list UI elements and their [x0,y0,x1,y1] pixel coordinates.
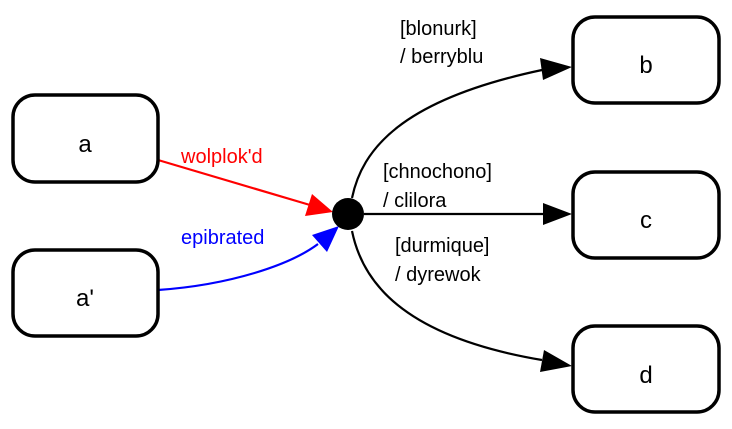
edge-label-epibrated: epibrated [181,227,264,249]
state-b[interactable]: b [571,15,721,105]
edge-guard-durmique: [durmique] [395,235,490,257]
state-d-label: d [639,362,652,389]
state-b-box [571,15,721,105]
arrowhead-choice-to-c [543,203,572,225]
state-a[interactable]: a [11,93,160,184]
transition-choice-to-b[interactable]: [blonurk] / berryblu [350,18,572,199]
arrowhead-choice-to-b [540,58,572,80]
state-c-box [571,170,721,260]
state-a-prime-label: a' [76,285,94,312]
state-a-label: a [78,131,92,158]
edge-label-wolplokd: wolplok'd [180,146,263,168]
state-c[interactable]: c [571,170,721,260]
state-d[interactable]: d [571,324,721,414]
transition-a-to-choice[interactable]: wolplok'd [157,146,333,216]
arrowhead-choice-to-d [540,350,572,372]
state-d-box [571,324,721,414]
transition-choice-to-c[interactable]: [chnochono] / clilora [364,161,572,225]
state-a-prime[interactable]: a' [11,248,160,338]
edge-choice-to-d [350,230,543,362]
choice-junction[interactable] [332,198,364,230]
state-a-box [11,93,160,184]
transitions: wolplok'd epibrated [blonurk] / berryblu… [157,18,572,372]
edge-action-clilora: / clilora [383,190,447,212]
states: a a' b c d [11,15,721,414]
edge-choice-to-b [350,68,543,199]
arrowhead-a-to-choice [305,194,333,216]
edge-action-dyrewok: / dyrewok [395,264,482,286]
arrowhead-aprime-to-choice [312,226,339,252]
state-a-prime-box [11,248,160,338]
edge-guard-chnochono: [chnochono] [383,161,492,183]
transition-aprime-to-choice[interactable]: epibrated [157,226,339,292]
edge-a-to-choice [157,158,311,207]
edge-guard-blonurk: [blonurk] [400,18,477,40]
edge-action-berryblu: / berryblu [400,46,483,68]
state-c-label: c [640,207,652,234]
edge-aprime-to-choice [157,243,319,292]
transition-choice-to-d[interactable]: [durmique] / dyrewok [350,230,572,372]
state-b-label: b [639,52,652,79]
